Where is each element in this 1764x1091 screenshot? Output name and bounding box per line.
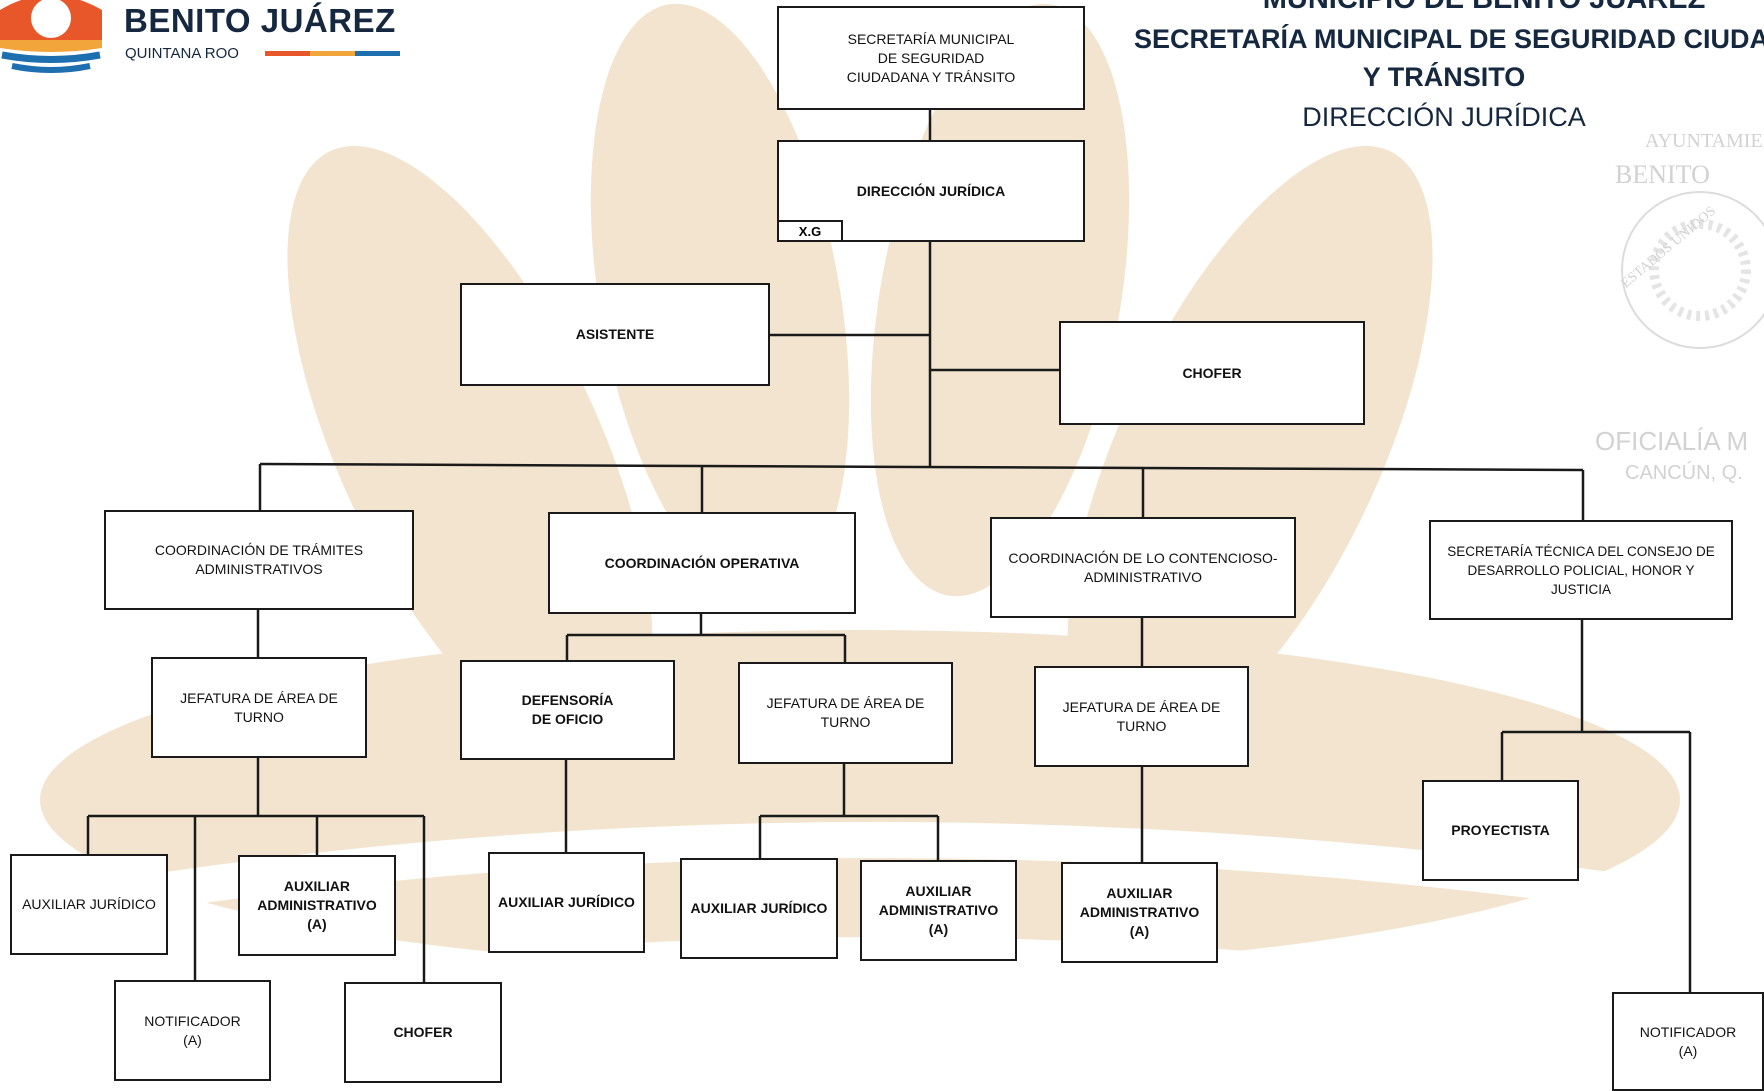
- box-defensoria-label: DEFENSORÍA DE OFICIO: [521, 692, 614, 727]
- box-auxiliar-admin-1: AUXILIAR ADMINISTRATIVO (A): [238, 855, 396, 956]
- box-auxiliar-admin-cont-label: AUXILIAR ADMINISTRATIVO (A): [1079, 885, 1200, 939]
- box-sec-tecnica: SECRETARÍA TÉCNICA DEL CONSEJO DE DESARR…: [1429, 520, 1733, 620]
- header-municipality: MUNICIPIO DE BENITO JUÁREZ: [1164, 0, 1764, 16]
- box-auxiliar-juridico-op: AUXILIAR JURÍDICO: [680, 858, 838, 959]
- sun-water-logo-icon: [0, 0, 102, 73]
- box-auxiliar-admin-op: AUXILIAR ADMINISTRATIVO (A): [860, 860, 1017, 961]
- box-chofer-bottom-label: CHOFER: [393, 1024, 453, 1040]
- box-chofer-bottom: CHOFER: [344, 982, 502, 1083]
- header-secretariat: SECRETARÍA MUNICIPAL DE SEGURIDAD CIUDAD…: [1134, 24, 1764, 54]
- box-auxiliar-juridico-def: AUXILIAR JURÍDICO: [488, 852, 645, 953]
- stamp-line1: AYUNTAMIENTO: [1645, 130, 1764, 152]
- box-auxiliar-juridico-op-label: AUXILIAR JURÍDICO: [690, 900, 828, 916]
- logo-stripe: [265, 51, 400, 56]
- box-proyectista-label: PROYECTISTA: [1451, 822, 1550, 838]
- box-auxiliar-juridico-1: AUXILIAR JURÍDICO: [10, 854, 168, 955]
- box-notificador-st-label: NOTIFICADOR (A): [1639, 1023, 1737, 1059]
- direccion-tag: X.G: [777, 220, 843, 242]
- box-jefatura-tramites-label: JEFATURA DE ÁREA DE TURNO: [180, 689, 338, 725]
- box-coord-contencioso: COORDINACIÓN DE LO CONTENCIOSO- ADMINIST…: [990, 517, 1296, 618]
- box-sec-tecnica-label: SECRETARÍA TÉCNICA DEL CONSEJO DE DESARR…: [1447, 543, 1715, 597]
- box-asistente-label: ASISTENTE: [575, 326, 655, 342]
- box-jefatura-operativa: JEFATURA DE ÁREA DE TURNO: [738, 662, 953, 764]
- box-notificador-1: NOTIFICADOR (A): [114, 980, 271, 1081]
- box-chofer-top-label: CHOFER: [1182, 364, 1242, 381]
- box-secretaria: SECRETARÍA MUNICIPAL DE SEGURIDAD CIUDAD…: [777, 6, 1085, 110]
- box-coord-operativa: COORDINACIÓN OPERATIVA: [548, 512, 856, 614]
- box-auxiliar-admin-1-label: AUXILIAR ADMINISTRATIVO (A): [257, 878, 377, 932]
- stamp-line4: OFICIALÍA M: [1595, 426, 1749, 456]
- box-secretaria-label: SECRETARÍA MUNICIPAL DE SEGURIDAD CIUDAD…: [846, 30, 1016, 85]
- box-auxiliar-admin-cont: AUXILIAR ADMINISTRATIVO (A): [1061, 862, 1218, 963]
- box-asistente: ASISTENTE: [460, 283, 770, 386]
- box-notificador-1-label: NOTIFICADOR (A): [144, 1012, 241, 1048]
- header-secretariat-line2: Y TRÁNSITO: [1362, 62, 1526, 92]
- municipal-logo: BENITO JUÁREZ QUINTANA ROO: [0, 0, 420, 73]
- box-proyectista: PROYECTISTA: [1422, 780, 1579, 881]
- box-coord-contencioso-label: COORDINACIÓN DE LO CONTENCIOSO- ADMINIST…: [1008, 549, 1278, 585]
- box-notificador-st: NOTIFICADOR (A): [1612, 992, 1764, 1091]
- box-jefatura-contencioso: JEFATURA DE ÁREA DE TURNO: [1034, 666, 1249, 767]
- stamp-line5: CANCÚN, Q.: [1625, 462, 1743, 484]
- box-auxiliar-admin-op-label: AUXILIAR ADMINISTRATIVO (A): [878, 883, 999, 937]
- box-auxiliar-juridico-1-label: AUXILIAR JURÍDICO: [22, 896, 156, 912]
- logo-name: BENITO JUÁREZ: [124, 2, 396, 39]
- box-coord-tramites-label: COORDINACIÓN DE TRÁMITES ADMINISTRATIVOS: [154, 542, 364, 577]
- stamp-seal-icon: [1621, 191, 1764, 349]
- box-coord-tramites: COORDINACIÓN DE TRÁMITES ADMINISTRATIVOS: [104, 510, 414, 610]
- logo-state: QUINTANA ROO: [125, 45, 239, 62]
- box-auxiliar-juridico-def-label: AUXILIAR JURÍDICO: [498, 894, 635, 910]
- box-coord-operativa-label: COORDINACIÓN OPERATIVA: [604, 554, 800, 571]
- box-direccion-juridica-label: DIRECCIÓN JURÍDICA: [856, 182, 1006, 199]
- box-defensoria: DEFENSORÍA DE OFICIO: [460, 660, 675, 760]
- box-jefatura-contencioso-label: JEFATURA DE ÁREA DE TURNO: [1062, 698, 1221, 734]
- header-direction: DIRECCIÓN JURÍDICA: [1302, 102, 1586, 132]
- stamp-line2: BENITO: [1615, 160, 1710, 189]
- official-stamp: AYUNTAMIENTO BENITO ESTADOS UNIDOS OFICI…: [1590, 120, 1764, 500]
- box-chofer-top: CHOFER: [1059, 321, 1365, 425]
- box-jefatura-operativa-label: JEFATURA DE ÁREA DE TURNO: [766, 695, 925, 730]
- box-jefatura-tramites: JEFATURA DE ÁREA DE TURNO: [151, 657, 367, 758]
